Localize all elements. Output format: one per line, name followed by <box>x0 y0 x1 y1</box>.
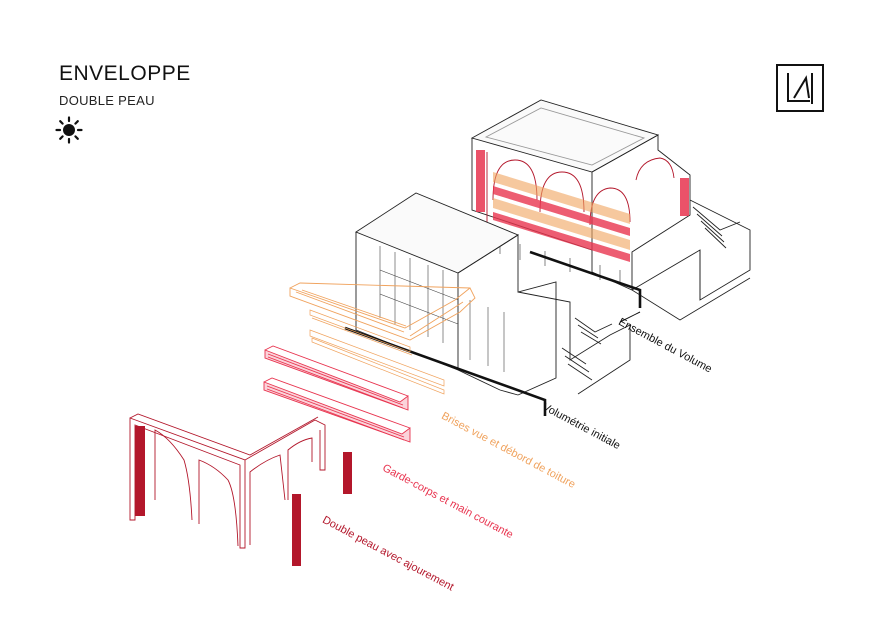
brise-vue-strips <box>309 309 445 395</box>
leader-lines <box>619 311 641 323</box>
double-skin-arcade <box>129 413 326 549</box>
guardrails <box>263 345 411 443</box>
initial-volume <box>355 192 631 396</box>
assembled-plate <box>529 250 642 308</box>
roof-overhang <box>289 282 476 341</box>
page-title: ENVELOPPE <box>59 62 191 85</box>
assembled-volume <box>470 99 751 321</box>
initial-volume-windows <box>379 246 505 372</box>
assembled-double-skin <box>476 150 689 216</box>
double-skin-panels <box>135 426 352 566</box>
sun-icon <box>55 116 83 144</box>
initial-volume-plate <box>344 326 547 416</box>
assembled-bands <box>493 172 630 262</box>
studio-logo-icon <box>776 64 824 112</box>
page-subtitle: DOUBLE PEAU <box>59 93 155 108</box>
